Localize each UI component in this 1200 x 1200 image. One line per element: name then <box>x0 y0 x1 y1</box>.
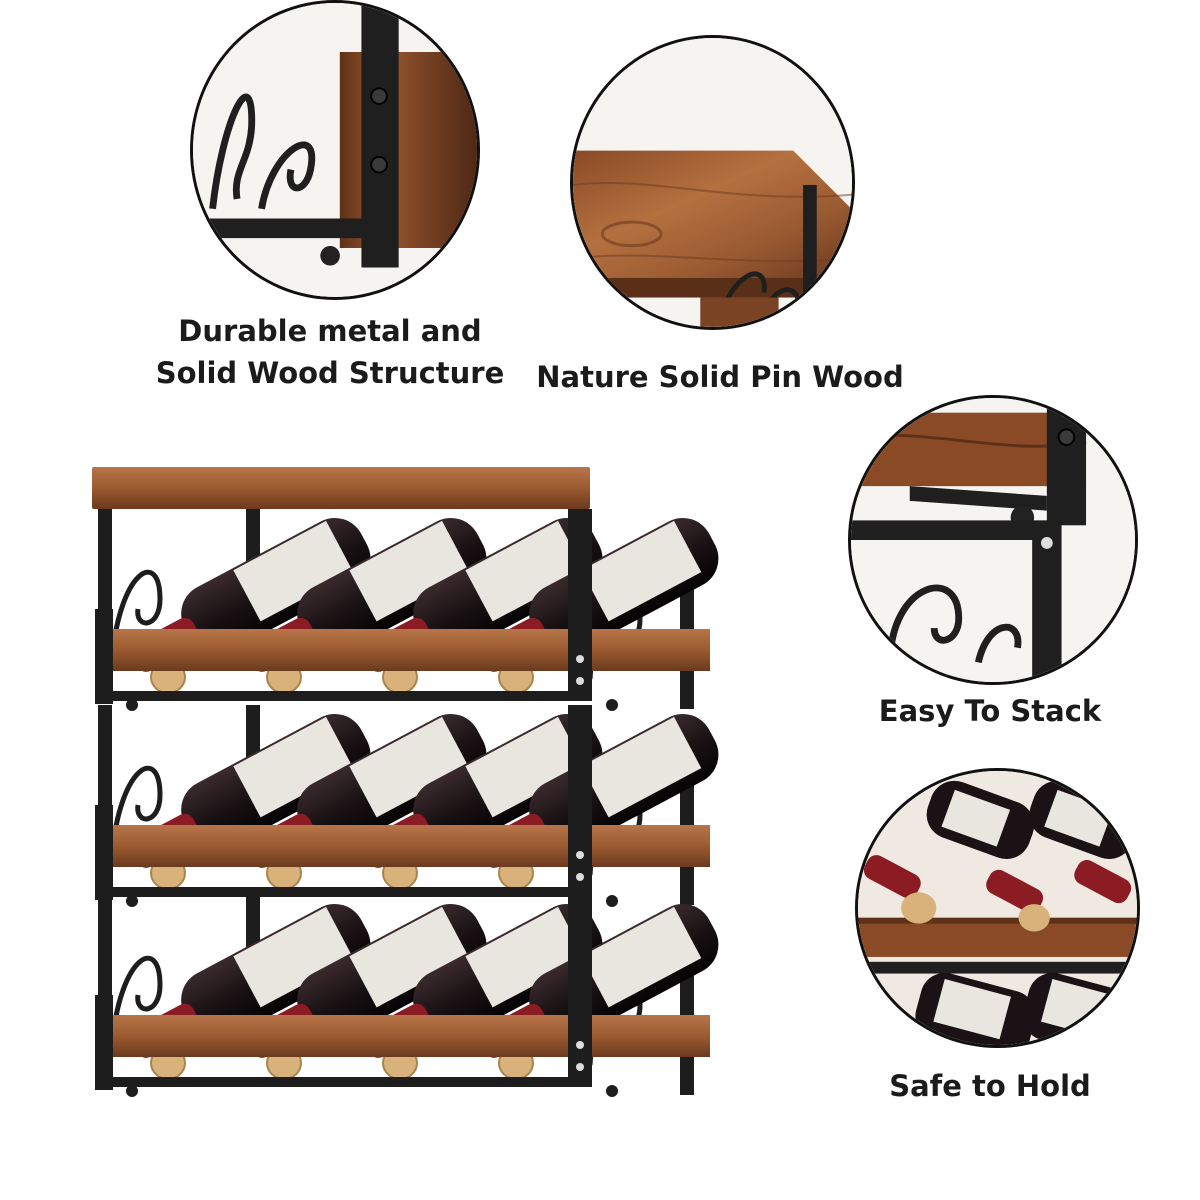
rack-screw <box>576 873 584 881</box>
caption-stack-label: Easy To Stack <box>878 694 1102 728</box>
bottle-label <box>465 906 586 1008</box>
wine-rack-product-image <box>70 455 730 1185</box>
detail-circle-stack <box>848 395 1138 685</box>
wood-detail-image <box>573 38 852 327</box>
bottle-label <box>581 906 702 1008</box>
rack-top-board <box>92 467 590 509</box>
rack-wood-rail <box>110 1015 710 1057</box>
rack-bottom-bar <box>95 1077 592 1087</box>
rack-wood-rail <box>110 825 710 867</box>
caption-wood: Nature Solid Pin Wood <box>530 356 910 398</box>
caption-hold-label: Safe to Hold <box>889 1069 1091 1103</box>
rack-scroll <box>109 765 163 856</box>
rack-leg-front-right <box>568 705 592 895</box>
rack-screw <box>576 1063 584 1071</box>
wine-rack-illustration <box>92 467 719 1097</box>
rack-screw <box>576 851 584 859</box>
detail-circle-hold <box>855 768 1140 1048</box>
rack-leg-front-right <box>568 509 592 699</box>
rack-bottom-bar <box>95 691 592 701</box>
caption-hold: Safe to Hold <box>800 1065 1180 1107</box>
rack-screw <box>576 655 584 663</box>
caption-stack: Easy To Stack <box>800 690 1180 732</box>
stack-detail-image <box>851 398 1135 682</box>
detail-circle-wood <box>570 35 855 330</box>
rack-leg-front-left <box>95 805 113 900</box>
rack-foot <box>606 699 618 711</box>
rack-scroll <box>109 955 163 1046</box>
rack-foot <box>606 895 618 907</box>
rack-leg-front-left <box>95 609 113 704</box>
caption-structure-line1: Durable metal and <box>178 314 482 348</box>
hold-detail-image <box>858 771 1137 1045</box>
rack-foot <box>126 699 138 711</box>
rack-screw <box>576 1041 584 1049</box>
caption-structure: Durable metal and Solid Wood Structure <box>140 310 520 394</box>
caption-structure-line2: Solid Wood Structure <box>155 356 505 390</box>
rack-foot <box>606 1085 618 1097</box>
rack-wood-rail <box>110 629 710 671</box>
bottle-label <box>581 716 702 818</box>
bottle-label <box>465 716 586 818</box>
bottle-label <box>581 520 702 622</box>
rack-foot <box>126 1085 138 1097</box>
detail-circle-structure <box>190 0 480 300</box>
rack-foot <box>126 895 138 907</box>
rack-scroll <box>109 569 163 660</box>
bottle-label <box>349 716 470 818</box>
caption-wood-label: Nature Solid Pin Wood <box>536 360 904 394</box>
rack-leg-front-right <box>568 895 592 1085</box>
rack-screw <box>576 677 584 685</box>
bottle-label <box>233 520 354 622</box>
bottle-label <box>233 716 354 818</box>
rack-bottom-bar <box>95 887 592 897</box>
bottle-label <box>349 906 470 1008</box>
bottle-label <box>465 520 586 622</box>
rack-leg-front-left <box>95 995 113 1090</box>
structure-detail-image <box>193 3 477 297</box>
bottle-label <box>233 906 354 1008</box>
bottle-label <box>349 520 470 622</box>
